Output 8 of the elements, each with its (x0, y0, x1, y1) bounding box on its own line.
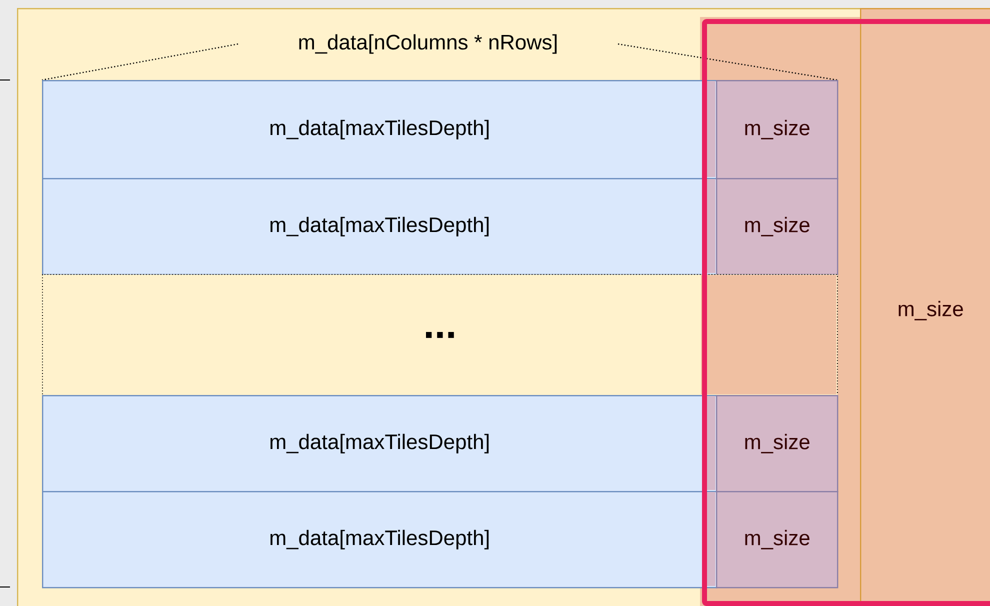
ellipsis-row: ... (42, 274, 838, 396)
data-cell: m_data[maxTilesDepth] (42, 491, 718, 588)
container-heading: m_data[nColumns * nRows] (294, 31, 562, 57)
size-panel: m_size (860, 8, 990, 606)
data-cell: m_data[maxTilesDepth] (42, 178, 718, 276)
highlight-frame (702, 19, 990, 606)
data-cell: m_data[maxTilesDepth] (42, 395, 718, 492)
data-cell: m_data[maxTilesDepth] (42, 80, 718, 180)
